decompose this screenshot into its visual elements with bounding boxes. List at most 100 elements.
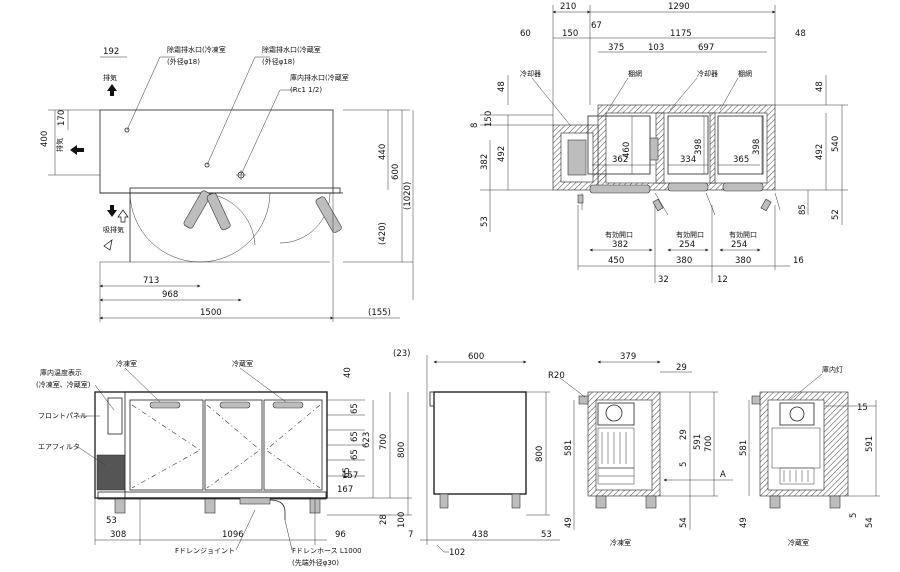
intake-down-arrow-icon [107, 205, 117, 217]
label-exhaust-left: 排気 [55, 138, 64, 152]
label-cooler-1: 冷却器 [520, 69, 541, 78]
fridge-section-title: 冷蔵室 [788, 538, 809, 547]
dim-5-freezer: 5 [679, 462, 689, 467]
label-cooler-2: 冷却器 [697, 69, 718, 78]
door-handle-left [183, 190, 211, 229]
exhaust-left-arrow-icon [70, 145, 84, 155]
door-handle-right [315, 196, 342, 233]
dim-12: 12 [717, 275, 728, 285]
dim-365: 365 [733, 155, 749, 165]
dim-713: 713 [143, 276, 159, 286]
dim-150: 150 [562, 29, 578, 39]
dim-600: 600 [391, 164, 401, 180]
label-front-panel: フロントパネル [38, 412, 87, 420]
label-inner-drain: 庫内排水口(冷蔵室 [290, 73, 349, 82]
dim-308: 308 [110, 530, 126, 540]
dim-102: 102 [449, 548, 465, 558]
dim-697: 697 [698, 43, 714, 53]
dim-623: 623 [362, 432, 372, 448]
label-lamp: 庫内灯 [822, 365, 843, 374]
drain-mark-1 [124, 127, 130, 133]
dim-1020: (1020) [403, 182, 413, 210]
label-drain-freezer: 除霜排水口(冷凍室 [167, 45, 226, 54]
dim-8: 8 [470, 123, 480, 128]
dim-254b: 254 [731, 240, 747, 250]
dim-48a: 48 [795, 29, 806, 39]
dim-492b: 492 [815, 144, 825, 160]
dim-600-side: 600 [468, 352, 484, 362]
dim-438: 438 [472, 530, 488, 540]
dim-968: 968 [162, 290, 178, 300]
label-drain-hose: Fドレンホース L1000 [292, 547, 362, 555]
dim-167: 167 [337, 485, 353, 495]
label-drain-fridge: 除霜排水口(冷蔵室 [262, 45, 321, 54]
label-shelf-2: 棚網 [738, 69, 752, 78]
label-arrow-a: A [720, 470, 726, 480]
freezer-section-view: R20 379 29 581 29 5 591 700 49 54 A 冷凍室 [548, 352, 733, 547]
dim-398a: 398 [694, 139, 704, 155]
dim-23: (23) [393, 349, 410, 359]
label-fridge: 冷蔵室 [232, 359, 253, 368]
dim-53: 53 [480, 216, 490, 227]
dim-382b: 382 [612, 240, 628, 250]
drain-mark-2 [204, 162, 210, 168]
dim-700: 700 [379, 434, 389, 450]
freezer-section-title: 冷凍室 [610, 538, 631, 547]
dim-380a: 380 [676, 256, 692, 266]
fridge-section-view: 庫内灯 15 581 591 5 49 54 冷蔵室 [739, 365, 880, 547]
dim-49-fridge: 49 [739, 517, 749, 528]
label-temp-display-sub: (冷凍室、冷蔵室) [36, 380, 91, 389]
side-view: (23) 600 800 7 438 53 102 [393, 349, 560, 558]
top-section-view: 210 1290 67 60 150 1175 48 375 103 697 冷… [470, 2, 848, 285]
dim-r20: R20 [548, 371, 565, 381]
dim-800: 800 [397, 442, 407, 458]
front-view: 庫内温度表示 (冷凍室、冷蔵室) フロントパネル エアフィルタ 冷凍室 冷蔵室 … [36, 359, 412, 567]
dim-65a: 65 [350, 403, 360, 414]
dim-155: (155) [368, 308, 391, 318]
dim-100: 100 [397, 512, 407, 528]
dim-65d: 65 [342, 467, 352, 478]
dim-53-side: 53 [541, 530, 552, 540]
dim-375: 375 [608, 43, 624, 53]
exhaust-up-arrow-icon [107, 84, 117, 96]
door-handle-center [206, 192, 231, 231]
label-drain-freezer-sub: (外径φ18) [167, 57, 200, 66]
dim-700-freezer: 700 [704, 436, 714, 452]
dim-96: 96 [335, 530, 346, 540]
dim-157: 157 [342, 471, 358, 481]
counter-outline [99, 109, 334, 194]
label-opening-1: 有効開口 [605, 230, 633, 239]
dim-150b: 150 [484, 111, 494, 127]
dim-5-fridge: 5 [849, 513, 859, 518]
dim-28: 28 [379, 514, 389, 525]
dim-49-freezer: 49 [564, 517, 574, 528]
label-exhaust-top: 排気 [103, 73, 117, 82]
dim-1096: 1096 [222, 530, 244, 540]
dim-450: 450 [608, 256, 624, 266]
dim-398b: 398 [752, 139, 762, 155]
label-opening-3: 有効開口 [729, 230, 757, 239]
dim-54-freezer: 54 [679, 517, 689, 528]
dim-591-fridge: 591 [865, 436, 875, 452]
dim-48b: 48 [497, 81, 507, 92]
intake-diag-arrow-icon [103, 239, 113, 251]
label-drain-fridge-sub: (外径φ18) [262, 57, 295, 66]
dim-581-freezer: 581 [564, 440, 574, 456]
label-drain-hose-sub: (先端外径φ30) [292, 558, 339, 567]
dim-170: 170 [57, 110, 67, 126]
dim-85: 85 [798, 204, 808, 215]
dim-52: 52 [831, 209, 841, 220]
label-drain-joint: Fドレンジョイント [175, 547, 235, 555]
dim-29b: 29 [679, 429, 689, 440]
dim-67: 67 [591, 21, 602, 31]
dim-15: 15 [857, 403, 868, 413]
label-temp-display: 庫内温度表示 [40, 368, 82, 377]
dim-16: 16 [793, 256, 804, 266]
label-inner-drain-sub: (Rc1 1/2) [290, 86, 322, 94]
top-plan-view: 除霜排水口(冷凍室 (外径φ18) 除霜排水口(冷蔵室 (外径φ18) 庫内排水… [40, 45, 414, 322]
dim-382a: 382 [480, 154, 490, 170]
dim-32: 32 [658, 275, 669, 285]
dim-460: 460 [622, 142, 632, 158]
dim-362: 362 [612, 155, 628, 165]
